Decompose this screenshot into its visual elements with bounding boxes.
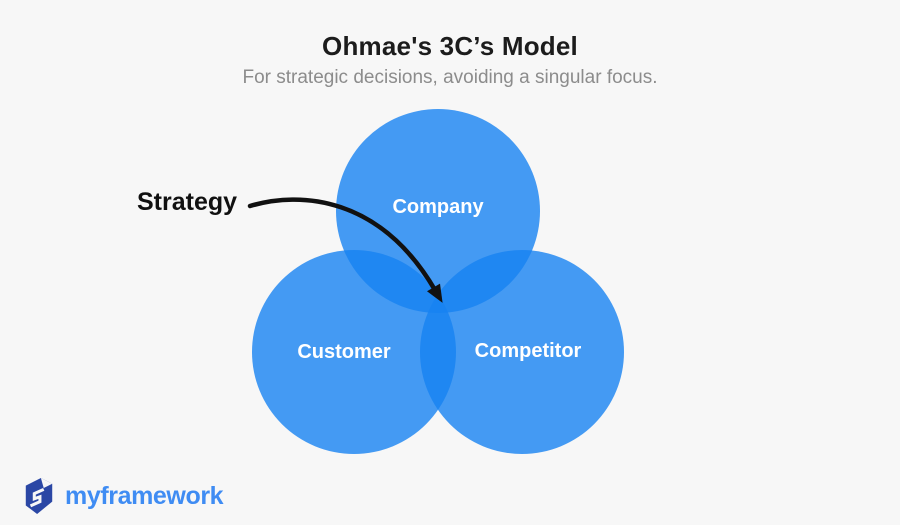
strategy-arrow: [247, 197, 438, 293]
competitor-circle-label: Competitor: [475, 340, 582, 362]
competitor-circle: [420, 250, 624, 454]
customer-circle-label: Customer: [297, 341, 391, 363]
brand-footer: myframework: [22, 476, 224, 516]
strategy-arrowhead-icon: [427, 283, 443, 303]
brand-name: myframework: [65, 481, 224, 510]
diagram-header: Ohmae's 3C’s Model For strategic decisio…: [0, 31, 900, 89]
page-title: Ohmae's 3C’s Model: [322, 31, 578, 61]
page-subtitle: For strategic decisions, avoiding a sing…: [242, 67, 658, 88]
myframework-logo-icon: [25, 478, 53, 514]
strategy-label: Strategy: [137, 188, 237, 216]
customer-circle: [252, 250, 456, 454]
company-circle-label: Company: [392, 196, 484, 218]
